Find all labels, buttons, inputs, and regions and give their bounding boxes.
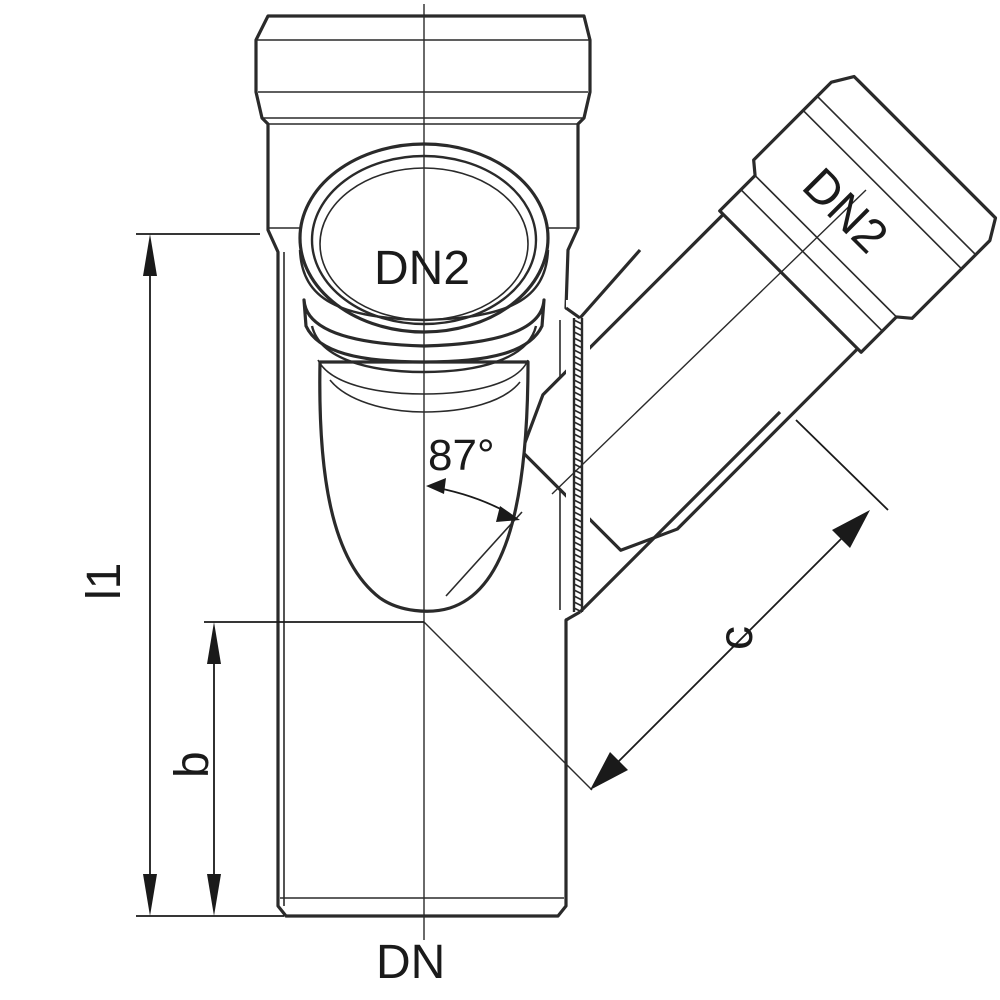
angle-indicator bbox=[426, 478, 520, 522]
branch-junction bbox=[565, 248, 782, 622]
dim-c-label: c bbox=[710, 626, 763, 650]
dimension-b bbox=[204, 621, 424, 916]
angle-label: 87° bbox=[428, 431, 495, 480]
center-lines bbox=[423, 4, 867, 940]
main-diameter-label: DN bbox=[376, 936, 445, 989]
dimension-c bbox=[590, 419, 889, 790]
dim-b-label: b bbox=[166, 751, 219, 778]
dimension-l1 bbox=[136, 233, 284, 917]
branch-opening-label: DN2 bbox=[374, 242, 470, 295]
branch-pipe bbox=[520, 74, 998, 552]
dim-l1-label: l1 bbox=[78, 563, 131, 600]
